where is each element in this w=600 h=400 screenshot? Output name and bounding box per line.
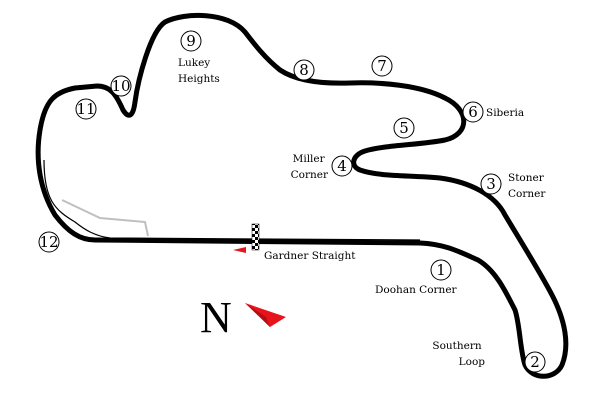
corner-label-3-line-2: Corner <box>508 188 546 200</box>
corner-number: 2 <box>530 353 540 371</box>
corner-label-9-line-2: Heights <box>178 73 220 85</box>
corner-label-3-line-1: Stoner <box>508 172 545 184</box>
pit-road-inner <box>43 159 421 241</box>
corner-marker-6: 6 <box>462 101 484 123</box>
corner-label-3: Stoner Corner <box>508 172 547 200</box>
corner-label-6: Siberia <box>486 107 524 119</box>
corner-label-9: Lukey Heights <box>178 57 220 85</box>
corner-marker-5: 5 <box>393 117 415 139</box>
track-outline <box>35 12 569 379</box>
corner-number: 10 <box>111 77 130 95</box>
corner-label-2-line-1: Southern <box>432 340 481 352</box>
corner-label-1: Doohan Corner <box>375 284 458 296</box>
corner-marker-11: 11 <box>75 98 97 120</box>
corner-number: 4 <box>337 157 347 175</box>
corner-label-4-line-1: Miller <box>293 153 326 165</box>
corner-marker-12: 12 <box>38 231 60 253</box>
corner-number: 9 <box>186 32 196 50</box>
corner-marker-9: 9 <box>180 30 202 52</box>
corner-label-2-line-2: Loop <box>459 356 486 368</box>
corner-marker-3: 3 <box>480 173 502 195</box>
corner-number: 5 <box>399 119 409 137</box>
corner-label-4-line-2: Corner <box>291 169 329 181</box>
corner-marker-7: 7 <box>371 55 393 77</box>
corner-label-9-line-1: Lukey <box>178 57 210 69</box>
straight-label: Gardner Straight <box>264 250 356 262</box>
corner-number: 6 <box>468 103 478 121</box>
corner-marker-8: 8 <box>293 59 315 81</box>
corner-number: 11 <box>76 100 95 118</box>
checkered-flag-line <box>251 223 260 251</box>
corner-number: 3 <box>486 175 496 193</box>
corner-number: 1 <box>436 261 446 279</box>
corner-number: 7 <box>377 57 387 75</box>
corner-marker-2: 2 <box>524 351 546 373</box>
north-label: N <box>200 293 232 342</box>
corner-marker-1: 1 <box>430 259 452 281</box>
corner-label-2: Southern Loop <box>432 340 485 368</box>
north-arrow-icon <box>245 303 286 327</box>
corner-label-4: Miller Corner <box>291 153 329 181</box>
corner-marker-10: 10 <box>110 75 132 97</box>
pit-lane <box>61 199 149 237</box>
red-arrow-icon <box>233 247 246 253</box>
corner-number: 8 <box>299 61 309 79</box>
corner-marker-4: 4 <box>331 155 353 177</box>
corner-number: 12 <box>39 233 58 251</box>
